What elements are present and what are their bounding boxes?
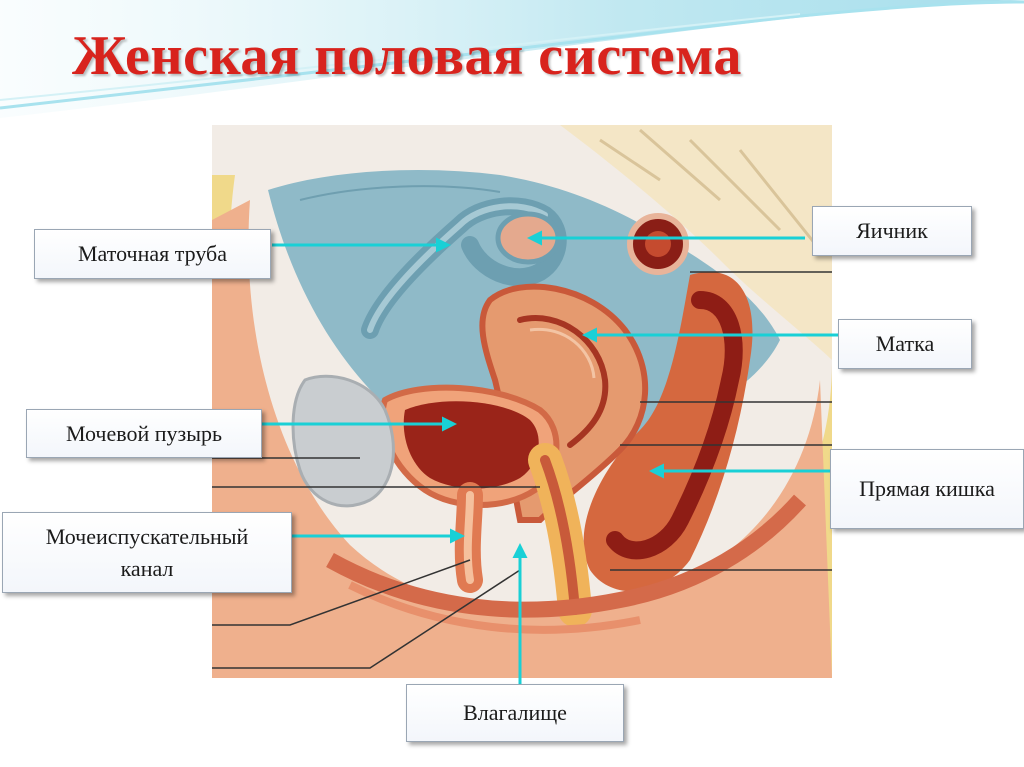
label-vagina: Влагалище [406, 684, 624, 742]
label-ovary: Яичник [812, 206, 972, 256]
label-bladder: Мочевой пузырь [26, 409, 262, 458]
label-uterus: Матка [838, 319, 972, 369]
label-urethra: Мочеиспускательный канал [2, 512, 292, 593]
label-rectum: Прямая кишка [830, 449, 1024, 529]
label-fallopian-tube: Маточная труба [34, 229, 271, 279]
